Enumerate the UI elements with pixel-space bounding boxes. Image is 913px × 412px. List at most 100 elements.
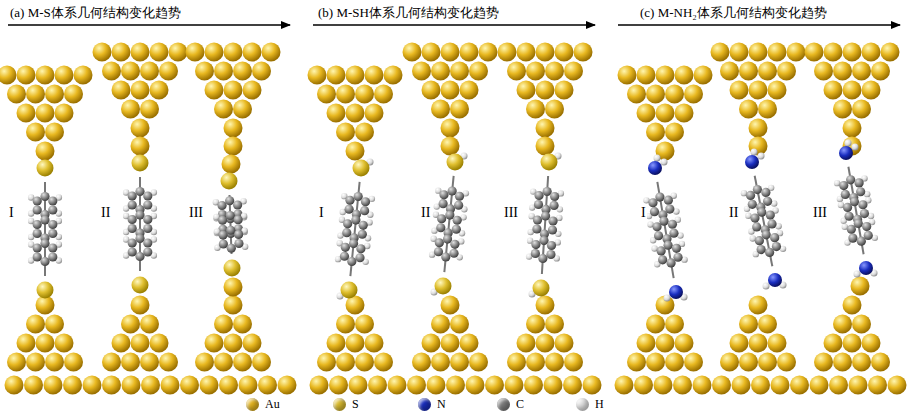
atom-sphere	[758, 353, 777, 372]
stage-numeral: I	[318, 205, 325, 220]
atom-sphere	[422, 43, 441, 62]
atom-sphere	[843, 43, 862, 62]
legend-label: H	[595, 397, 604, 412]
atom-sphere	[55, 104, 74, 123]
atom-sphere	[485, 376, 504, 395]
atom-sphere	[55, 66, 74, 85]
atom-sphere	[214, 353, 233, 372]
atom-sphere	[45, 353, 64, 372]
atom-sphere	[615, 376, 634, 395]
atom-sphere	[661, 159, 668, 166]
atom-sphere	[340, 252, 349, 261]
atom-sphere	[672, 244, 681, 253]
atom-sphere	[359, 221, 368, 230]
atom-sphere	[854, 219, 863, 228]
atom-sphere	[881, 43, 900, 62]
atom-sphere	[341, 282, 358, 299]
atom-sphere	[374, 353, 393, 372]
atom-sphere	[439, 199, 448, 208]
atom-sphere	[143, 238, 152, 247]
atom-sphere	[675, 66, 694, 85]
stage-numeral: II	[420, 205, 431, 220]
atom-sphere	[455, 192, 464, 201]
atom-sphere	[368, 376, 387, 395]
atom-sphere	[787, 43, 806, 62]
atom-sphere	[336, 353, 355, 372]
atom-sphere	[829, 376, 848, 395]
atom-sphere	[859, 261, 873, 275]
atom-sphere	[758, 62, 777, 81]
atom-sphere	[341, 243, 350, 252]
atom-sphere	[450, 240, 459, 249]
atom-sphere	[224, 137, 243, 156]
atom-sphere	[669, 285, 683, 299]
atom-sphere	[536, 43, 555, 62]
atom-sphere	[498, 43, 517, 62]
atom-sphere	[5, 376, 24, 395]
atom-sphere	[447, 154, 464, 171]
atom-sphere	[243, 43, 262, 62]
legend-swatch	[576, 398, 589, 411]
legend-swatch	[246, 398, 259, 411]
atom-sphere	[739, 62, 758, 81]
atom-sphere	[233, 353, 252, 372]
atom-sphere	[454, 201, 463, 210]
atom-sphere	[618, 66, 637, 85]
atom-sphere	[224, 296, 243, 315]
atom-sphere	[517, 334, 536, 353]
atom-sphere	[342, 228, 351, 237]
atom-sphere	[694, 66, 713, 85]
atom-sphere	[121, 100, 140, 119]
atom-sphere	[258, 376, 277, 395]
atom-sphere	[684, 353, 703, 372]
atom-sphere	[720, 353, 739, 372]
atom-sphere	[329, 376, 348, 395]
trend-arrow	[8, 24, 290, 25]
atom-sphere	[436, 223, 445, 232]
atom-sphere	[761, 188, 770, 197]
legend-item: S	[333, 396, 359, 412]
atom-sphere	[403, 43, 422, 62]
atom-sphere	[128, 247, 137, 256]
atom-sphere	[824, 334, 843, 353]
atom-sphere	[739, 315, 758, 334]
atom-sphere	[665, 204, 674, 213]
atom-sphere	[365, 334, 384, 353]
atom-sphere	[446, 376, 465, 395]
atom-sphere	[74, 66, 93, 85]
legend-label: Au	[265, 397, 280, 412]
atom-sphere	[864, 231, 873, 240]
atom-sphere	[770, 233, 779, 242]
atom-sphere	[345, 205, 354, 214]
atom-sphere	[441, 81, 460, 100]
atom-sphere	[40, 192, 49, 201]
atom-sphere	[848, 234, 857, 243]
atom-sphere	[658, 255, 667, 264]
atom-sphere	[852, 353, 871, 372]
atom-sphere	[763, 197, 772, 206]
atom-sphere	[450, 353, 469, 372]
atom-sphere	[327, 104, 346, 123]
atom-sphere	[751, 149, 758, 156]
atom-sphere	[833, 100, 852, 119]
atom-sphere	[526, 353, 545, 372]
atom-sphere	[131, 137, 150, 156]
atom-sphere	[545, 62, 564, 81]
panel-title: (b) M-SH体系几何结构变化趋势	[318, 6, 499, 20]
atom-sphere	[140, 100, 159, 119]
atom-sphere	[669, 229, 678, 238]
atom-sphere	[833, 62, 852, 81]
atom-sphere	[0, 66, 17, 85]
atom-sphere	[654, 376, 673, 395]
atom-sphere	[862, 81, 881, 100]
atom-sphere	[221, 173, 238, 190]
atom-sphere	[48, 196, 57, 205]
atom-sphere	[431, 315, 450, 334]
atom-sphere	[757, 208, 766, 217]
atom-sphere	[336, 315, 355, 334]
atom-sphere	[252, 62, 271, 81]
atom-sphere	[777, 62, 796, 81]
atom-sphere	[757, 245, 766, 254]
atom-sphere	[871, 353, 890, 372]
